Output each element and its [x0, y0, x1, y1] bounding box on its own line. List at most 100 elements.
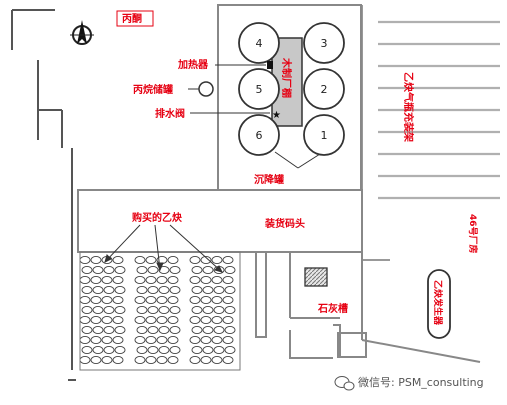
cylinder	[147, 285, 159, 295]
cylinder	[92, 305, 104, 315]
acetylene-generator	[427, 269, 451, 339]
cylinder	[134, 295, 146, 305]
cylinder	[156, 295, 168, 305]
filling-rack-label: 乙炔气瓶充装架	[402, 72, 415, 142]
cylinder	[112, 315, 124, 325]
tank-6-label: 6	[256, 129, 263, 142]
cylinder	[167, 335, 179, 345]
cylinder	[92, 285, 104, 295]
cylinder	[101, 335, 113, 345]
cylinder	[167, 275, 179, 285]
cylinder	[167, 255, 179, 265]
tank-1-label: 1	[321, 129, 328, 142]
cylinder	[147, 265, 159, 275]
settling-tank-label: 沉降罐	[254, 173, 284, 186]
cylinder	[200, 355, 212, 365]
cylinder	[191, 285, 203, 295]
cylinder	[211, 295, 223, 305]
heater-label: 加热器	[177, 58, 209, 71]
cylinder	[101, 275, 113, 285]
tank-6	[238, 114, 280, 156]
cylinder	[222, 255, 234, 265]
cylinder	[202, 325, 214, 335]
cylinder	[112, 255, 124, 265]
cylinder	[101, 295, 113, 305]
cylinder	[90, 315, 102, 325]
cylinder	[189, 255, 201, 265]
cylinder	[211, 335, 223, 345]
cylinder	[211, 315, 223, 325]
cylinder	[202, 345, 214, 355]
cylinder	[202, 285, 214, 295]
cylinder	[200, 295, 212, 305]
north-arrow-icon	[70, 20, 94, 45]
propane-tank	[198, 81, 214, 97]
cylinder	[81, 265, 93, 275]
cylinder	[112, 355, 124, 365]
cylinder	[213, 305, 225, 315]
cylinder	[200, 335, 212, 345]
cylinder	[112, 335, 124, 345]
tank-5-label: 5	[256, 83, 263, 96]
propane-tank-label: 丙烷储罐	[133, 83, 173, 96]
cylinder	[136, 285, 148, 295]
cylinder	[79, 355, 91, 365]
cylinder	[134, 335, 146, 345]
propylene-ketone-box	[116, 10, 154, 27]
cylinder	[90, 355, 102, 365]
filling-rack-area	[361, 5, 500, 261]
cylinder	[92, 325, 104, 335]
cylinder	[134, 255, 146, 265]
cylinder	[145, 275, 157, 285]
cylinder	[158, 265, 170, 275]
cylinder	[158, 305, 170, 315]
cylinder	[189, 335, 201, 345]
tank-4	[238, 22, 280, 64]
cylinder	[136, 265, 148, 275]
tank-5	[238, 68, 280, 110]
bought-acetylene-label: 购买的乙炔	[132, 211, 182, 224]
cylinder	[112, 295, 124, 305]
cylinder	[79, 255, 91, 265]
heater-icon	[267, 61, 273, 69]
cylinder	[136, 325, 148, 335]
cylinder	[90, 255, 102, 265]
cylinder	[156, 335, 168, 345]
cylinder	[167, 355, 179, 365]
cylinder	[145, 295, 157, 305]
cylinder	[101, 315, 113, 325]
cylinder	[224, 305, 236, 315]
cylinder	[200, 255, 212, 265]
lime-tank	[304, 267, 328, 287]
cylinder	[92, 345, 104, 355]
watermark-text: 微信号: PSM_consulting	[358, 375, 484, 389]
cylinder-storage-frame	[79, 251, 241, 371]
cylinder	[114, 345, 126, 355]
cylinder	[211, 255, 223, 265]
cylinder	[169, 325, 181, 335]
cylinder	[191, 305, 203, 315]
cylinder	[112, 275, 124, 285]
cylinder	[189, 295, 201, 305]
cylinder	[103, 285, 115, 295]
cylinder	[202, 305, 214, 315]
cylinder	[211, 275, 223, 285]
cylinder	[147, 345, 159, 355]
cylinder	[213, 325, 225, 335]
tank-1	[303, 114, 345, 156]
cylinder	[114, 265, 126, 275]
cylinder	[222, 295, 234, 305]
cylinder	[156, 315, 168, 325]
generator-label: 乙炔发生器	[432, 280, 444, 326]
cylinder	[189, 355, 201, 365]
cylinder	[81, 325, 93, 335]
cylinder	[114, 325, 126, 335]
cylinder	[200, 315, 212, 325]
storage-arrows	[104, 224, 223, 273]
cylinder	[222, 355, 234, 365]
wood-shed-label: 木制厂棚	[280, 57, 293, 98]
cylinder	[156, 355, 168, 365]
cylinder-storage	[79, 255, 236, 365]
cylinder	[191, 345, 203, 355]
